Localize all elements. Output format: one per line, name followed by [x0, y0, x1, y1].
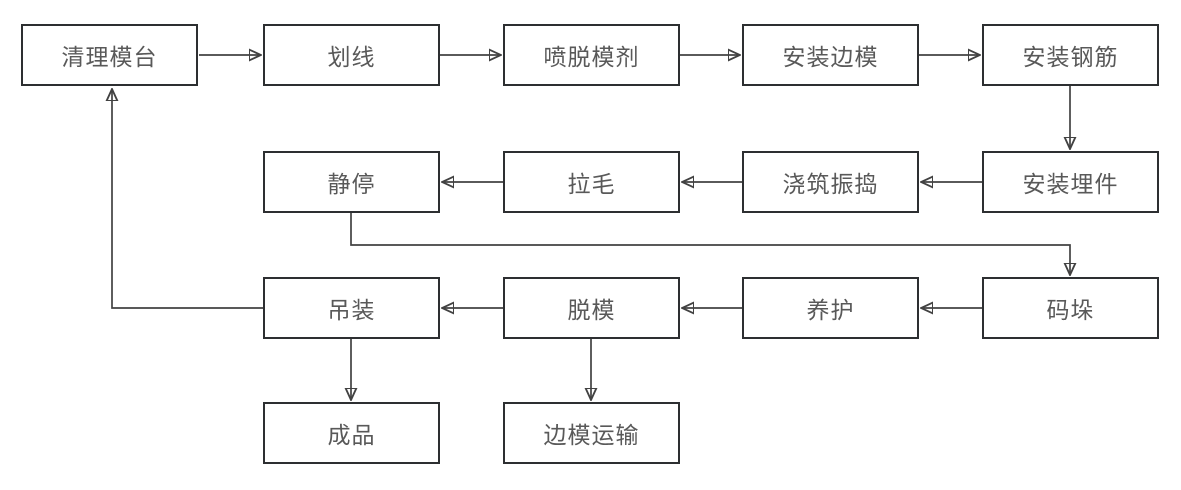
- node-label: 喷脱模剂: [543, 44, 640, 70]
- node-diaozhuang: 吊装: [263, 277, 440, 339]
- edge-diaozhuang-to-qingli: [112, 89, 263, 309]
- node-label: 浇筑振捣: [782, 171, 879, 197]
- node-anzhuang-maijian: 安装埋件: [982, 151, 1159, 213]
- node-tuomo: 脱模: [503, 277, 680, 339]
- node-huaxian: 划线: [263, 24, 440, 86]
- node-label: 成品: [327, 422, 376, 448]
- node-label: 静停: [327, 171, 376, 197]
- node-label: 脱模: [567, 297, 616, 323]
- node-label: 养护: [806, 297, 855, 323]
- node-label: 安装边模: [782, 44, 879, 70]
- node-label: 边模运输: [543, 422, 640, 448]
- node-label: 拉毛: [567, 171, 616, 197]
- node-qingli-motai: 清理模台: [21, 24, 198, 86]
- edge-jingting-to-maduo: [350, 213, 1070, 275]
- node-label: 吊装: [327, 297, 376, 323]
- node-jingting: 静停: [263, 151, 440, 213]
- node-label: 安装钢筋: [1022, 44, 1119, 70]
- node-anzhuang-gangjin: 安装钢筋: [982, 24, 1159, 86]
- node-anzhuang-bianmo: 安装边模: [742, 24, 919, 86]
- node-chengpin: 成品: [263, 402, 440, 464]
- node-label: 清理模台: [61, 44, 158, 70]
- node-pen-tuomoji: 喷脱模剂: [503, 24, 680, 86]
- node-jiaozhu-zhendao: 浇筑振捣: [742, 151, 919, 213]
- node-bianmo-yunshu: 边模运输: [503, 402, 680, 464]
- node-label: 划线: [327, 44, 376, 70]
- node-label: 码垛: [1046, 297, 1095, 323]
- node-lamao: 拉毛: [503, 151, 680, 213]
- node-maduo: 码垛: [982, 277, 1159, 339]
- node-yanghu: 养护: [742, 277, 919, 339]
- node-label: 安装埋件: [1022, 171, 1119, 197]
